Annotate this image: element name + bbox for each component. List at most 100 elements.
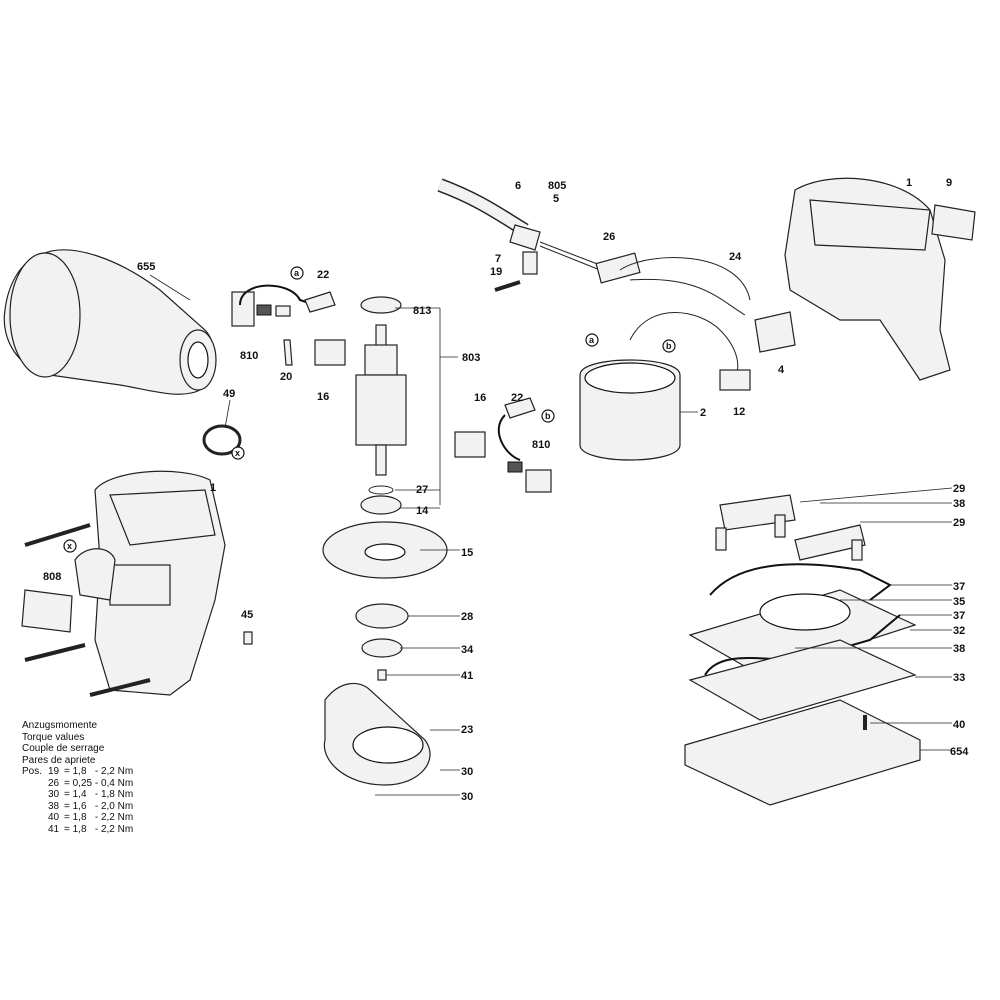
torque-heading-de: Anzugsmomente — [22, 720, 98, 731]
field-coil-2 — [579, 359, 681, 461]
callout: 45 — [241, 609, 253, 621]
callout: 1 — [906, 177, 912, 189]
callout: 22 — [511, 392, 523, 404]
callout: 2 — [700, 407, 706, 419]
callout: 22 — [317, 269, 329, 281]
callout: 37 — [953, 581, 965, 593]
callout: 4 — [778, 364, 785, 376]
callout: 37 — [953, 610, 965, 622]
callout: 33 — [953, 672, 965, 684]
label-808 — [21, 589, 73, 633]
callout: 16 — [474, 392, 486, 404]
callout: 12 — [733, 406, 745, 418]
torque-row: 40 = 1,8 - 2,2 Nm — [22, 812, 133, 824]
torque-value: = 1,8 - 2,2 Nm — [64, 766, 134, 777]
pos: 38 — [48, 800, 60, 812]
callout: 23 — [461, 724, 473, 736]
pos: 30 — [48, 789, 60, 800]
callout: 15 — [461, 547, 473, 559]
brush-holder-right — [454, 397, 552, 493]
callout: 16 — [317, 391, 329, 403]
dust-box-655 — [3, 249, 217, 395]
callout: 9 — [946, 177, 952, 189]
callout: 38 — [953, 643, 965, 655]
marker-x: x — [67, 541, 72, 551]
callout: 813 — [413, 305, 431, 317]
pos: 26 — [48, 777, 60, 789]
callout: 810 — [532, 439, 550, 451]
bearing-28 — [355, 603, 409, 629]
armature-803 — [355, 296, 407, 515]
callout: 41 — [461, 670, 473, 682]
torque-row: 26 = 0,25 - 0,4 Nm — [22, 778, 133, 790]
callout: 27 — [416, 484, 428, 496]
callout: 32 — [953, 625, 965, 637]
brush-holder-left — [231, 284, 346, 366]
screws-left — [24, 523, 253, 697]
callout: 19 — [490, 266, 502, 278]
torque-value: = 1,4 - 1,8 Nm — [64, 789, 134, 800]
callout: 35 — [953, 596, 965, 608]
callout: 20 — [280, 371, 292, 383]
callout: 24 — [729, 251, 742, 263]
callout-labels: 6 805 5 1 9 26 7 19 24 655 22 813 803 81… — [43, 177, 969, 803]
marker-b: b — [545, 411, 551, 421]
screw-41 — [377, 669, 387, 681]
o-ring-49 — [202, 424, 242, 456]
callout: 7 — [495, 253, 501, 265]
pos-prefix: Pos. — [22, 766, 43, 777]
switch-4 — [754, 311, 796, 353]
connection-markers: a a b b x x — [63, 266, 676, 553]
callout: 803 — [462, 352, 480, 364]
callout: 5 — [553, 193, 559, 205]
base-plate-assembly — [684, 494, 921, 806]
leader-lines — [149, 274, 953, 796]
callout: 1 — [210, 482, 216, 494]
marker-x: x — [235, 448, 240, 458]
torque-value: = 1,6 - 2,0 Nm — [64, 800, 134, 812]
callout: 654 — [950, 746, 969, 758]
fan-guard-23 — [323, 682, 431, 786]
callout: 30 — [461, 766, 473, 778]
torque-row: 41 = 1,8 - 2,2 Nm — [22, 824, 133, 836]
counterweight-34 — [361, 638, 403, 658]
marker-a: a — [294, 268, 300, 278]
terminal-12 — [719, 369, 751, 391]
torque-heading-fr: Couple de serrage — [22, 743, 105, 754]
callout: 38 — [953, 498, 965, 510]
pos: 41 — [48, 823, 60, 835]
callout: 26 — [603, 231, 615, 243]
torque-value: = 0,25 - 0,4 Nm — [64, 777, 134, 789]
housing-half-left — [74, 470, 226, 696]
callout: 29 — [953, 517, 965, 529]
torque-values-table: Anzugsmomente Torque values Couple de se… — [22, 720, 133, 835]
torque-row: 38 = 1,6 - 2,0 Nm — [22, 801, 133, 813]
torque-row: 30 = 1,4 - 1,8 Nm — [22, 789, 133, 801]
pos: 19 — [48, 766, 60, 777]
callout: 808 — [43, 571, 61, 583]
callout: 49 — [223, 388, 235, 400]
callout: 805 — [548, 180, 566, 192]
callout: 34 — [461, 644, 474, 656]
housing-half-right — [784, 177, 951, 381]
callout: 28 — [461, 611, 473, 623]
callout: 14 — [416, 505, 429, 517]
callout: 29 — [953, 483, 965, 495]
callout: 30 — [461, 791, 473, 803]
callout: 40 — [953, 719, 965, 731]
label-9 — [931, 204, 976, 241]
marker-b: b — [666, 341, 672, 351]
torque-value: = 1,8 - 2,2 Nm — [64, 823, 134, 835]
callout: 655 — [137, 261, 155, 273]
torque-value: = 1,8 - 2,2 Nm — [64, 812, 134, 823]
wire-24 — [619, 257, 751, 301]
power-cord — [437, 178, 641, 292]
torque-heading-es: Pares de apriete — [22, 754, 96, 766]
pos: 40 — [48, 812, 60, 823]
marker-a: a — [589, 335, 595, 345]
callout: 6 — [515, 180, 521, 192]
callout: 810 — [240, 350, 258, 362]
torque-heading-en: Torque values — [22, 731, 85, 743]
torque-row: Pos. 19 = 1,8 - 2,2 Nm — [22, 766, 133, 778]
